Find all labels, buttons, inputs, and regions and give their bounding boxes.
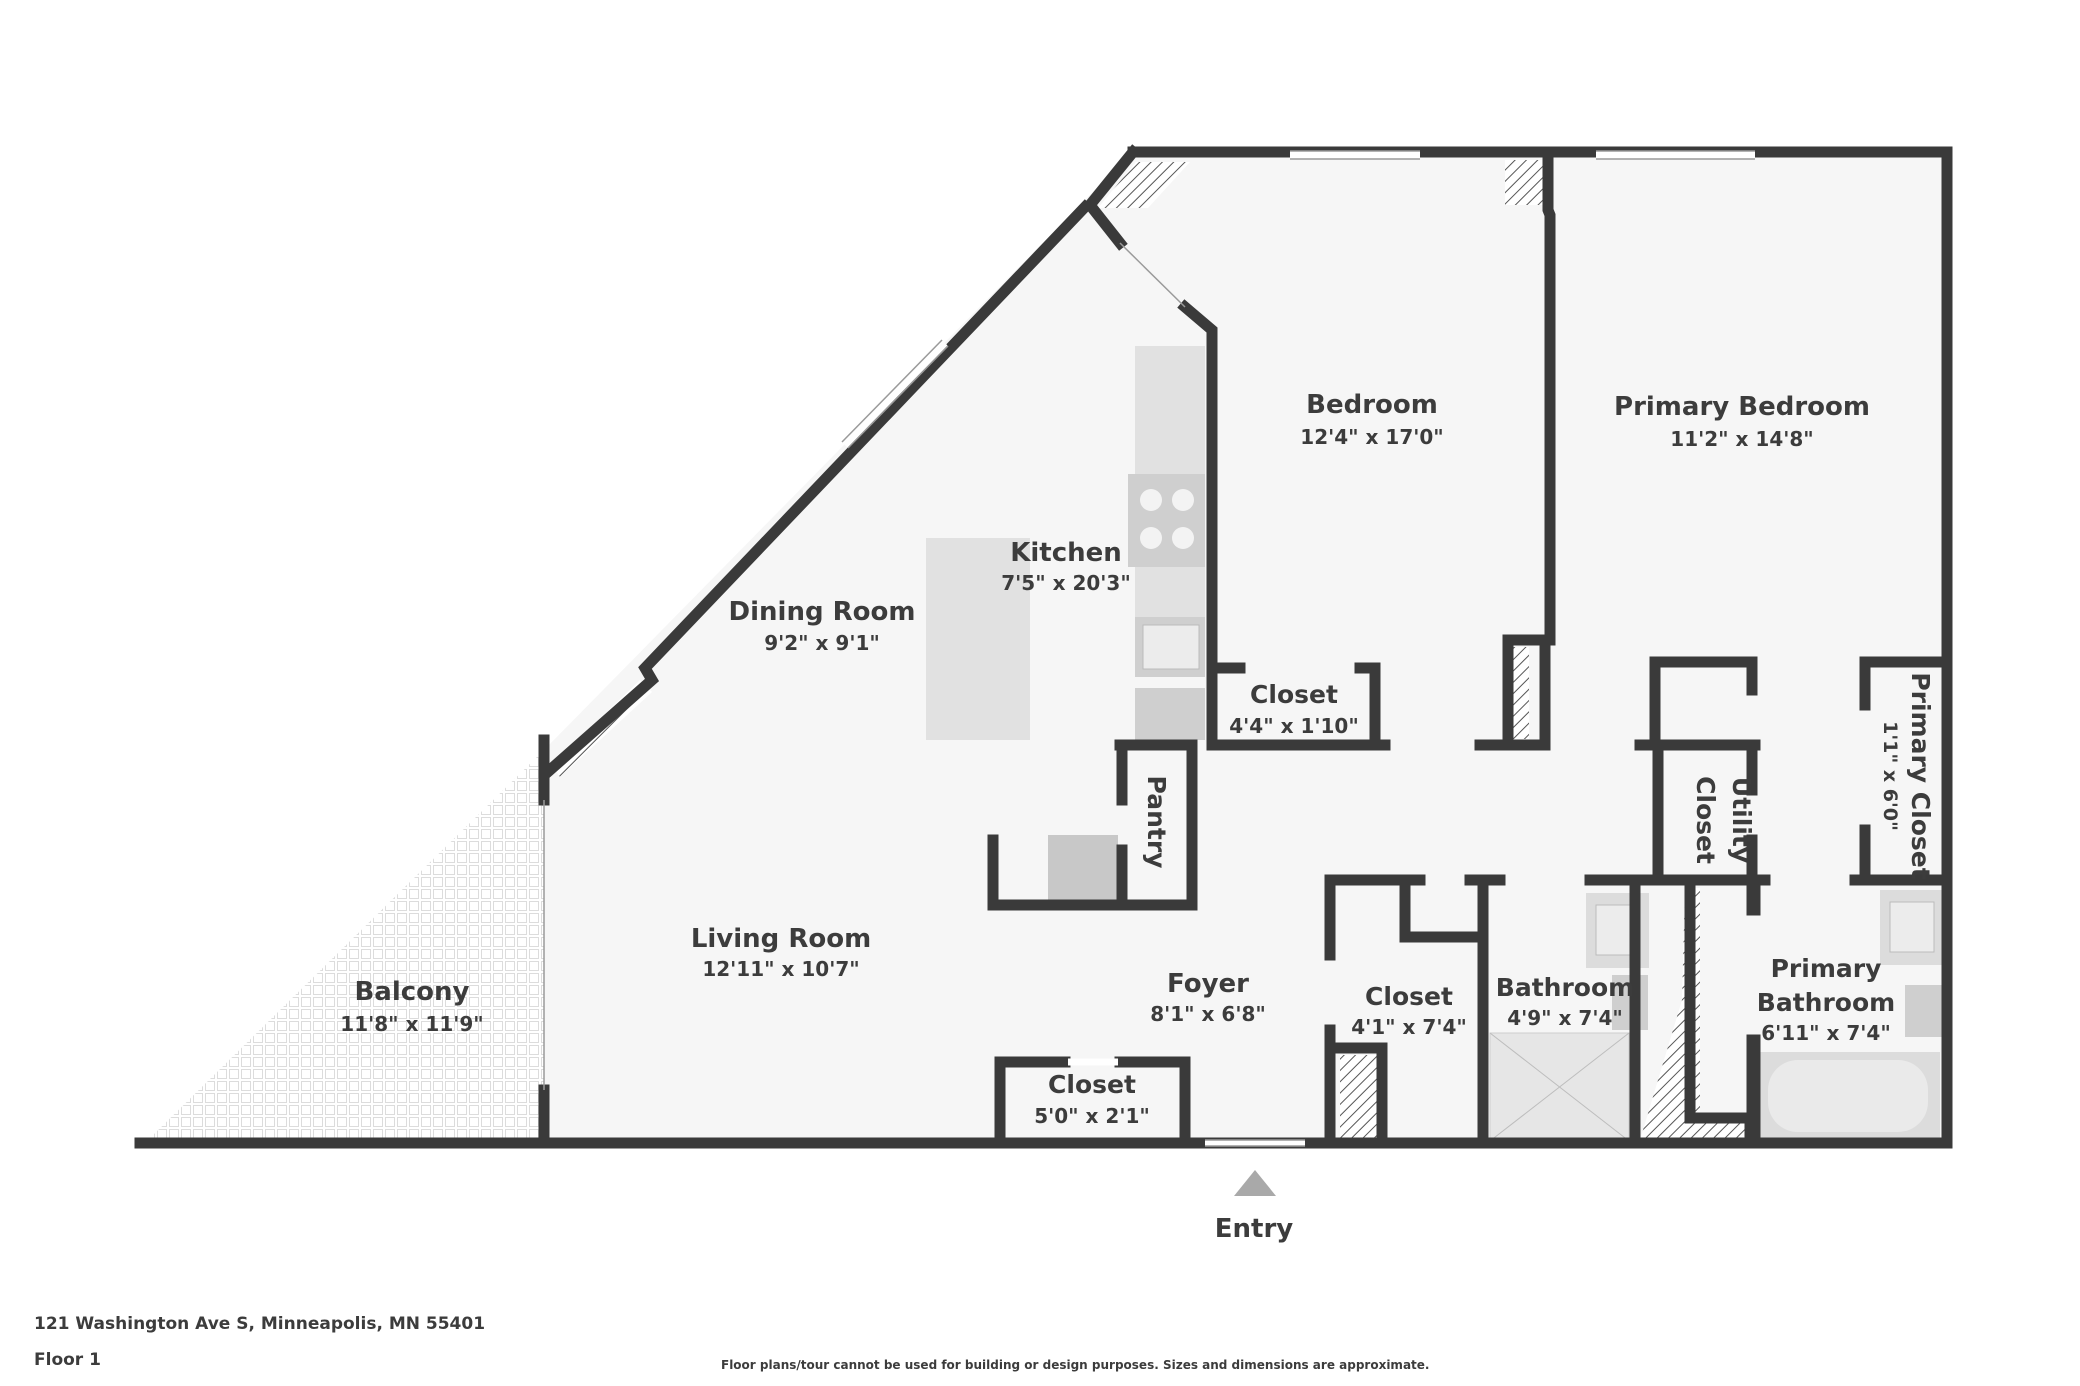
room-dims-primary-bedroom: 11'2" x 14'8" xyxy=(1670,427,1813,451)
room-name-primary-closet: Primary Closet xyxy=(1906,672,1935,879)
room-name-utility-closet-line1: Utility xyxy=(1727,777,1756,863)
balcony-floor xyxy=(145,750,544,1143)
room-name-pantry: Pantry xyxy=(1142,776,1171,869)
room-dims-bathroom: 4'9" x 7'4" xyxy=(1507,1006,1623,1030)
stove xyxy=(1128,474,1205,567)
room-dims-primary-closet: 1'1" x 6'0" xyxy=(1879,721,1901,831)
room-dims-closet-entry: 5'0" x 2'1" xyxy=(1034,1104,1150,1128)
room-name-dining-room: Dining Room xyxy=(729,597,916,627)
room-name-primary-bathroom-line1: Primary xyxy=(1771,954,1882,983)
dishwasher xyxy=(1135,688,1205,740)
entry-label: Entry xyxy=(1215,1214,1294,1244)
disclaimer: Floor plans/tour cannot be used for buil… xyxy=(721,1358,1430,1372)
room-dims-kitchen: 7'5" x 20'3" xyxy=(1001,571,1131,595)
room-name-utility-closet-line2: Closet xyxy=(1691,776,1720,864)
room-dims-bedroom: 12'4" x 17'0" xyxy=(1300,425,1443,449)
room-dims-closet-hall: 4'1" x 7'4" xyxy=(1351,1015,1467,1039)
room-name-closet-bedroom: Closet xyxy=(1250,680,1338,709)
walls xyxy=(134,144,1953,1149)
primary-bath-toilet xyxy=(1905,985,1945,1037)
room-dims-primary-bathroom: 6'11" x 7'4" xyxy=(1761,1021,1891,1045)
room-name-closet-hall: Closet xyxy=(1365,982,1453,1011)
window-frames xyxy=(543,150,1755,1147)
room-name-foyer: Foyer xyxy=(1167,969,1249,999)
address: 121 Washington Ave S, Minneapolis, MN 55… xyxy=(34,1314,486,1334)
room-dims-closet-bedroom: 4'4" x 1'10" xyxy=(1229,714,1359,738)
room-name-bathroom: Bathroom xyxy=(1496,973,1634,1002)
room-dims-balcony: 11'8" x 11'9" xyxy=(340,1012,483,1036)
room-dims-dining-room: 9'2" x 9'1" xyxy=(764,631,880,655)
kitchen-island xyxy=(926,538,1030,740)
room-dims-living-room: 12'11" x 10'7" xyxy=(702,957,859,981)
room-name-kitchen: Kitchen xyxy=(1010,538,1122,568)
windows xyxy=(842,151,1755,1147)
room-labels: Bedroom 12'4" x 17'0" Primary Bedroom 11… xyxy=(340,390,1935,1244)
entry-arrow-icon xyxy=(1234,1170,1276,1196)
floor-label: Floor 1 xyxy=(34,1350,101,1370)
room-name-balcony: Balcony xyxy=(354,977,469,1007)
room-name-primary-bathroom-line2: Bathroom xyxy=(1757,988,1895,1017)
room-name-closet-entry: Closet xyxy=(1048,1070,1136,1099)
room-name-bedroom: Bedroom xyxy=(1306,390,1438,420)
room-name-primary-bedroom: Primary Bedroom xyxy=(1614,392,1870,422)
room-name-living-room: Living Room xyxy=(691,924,871,954)
room-dims-foyer: 8'1" x 6'8" xyxy=(1150,1002,1266,1026)
kitchen-counter xyxy=(1135,346,1205,474)
pantry-fridge xyxy=(1048,835,1118,901)
